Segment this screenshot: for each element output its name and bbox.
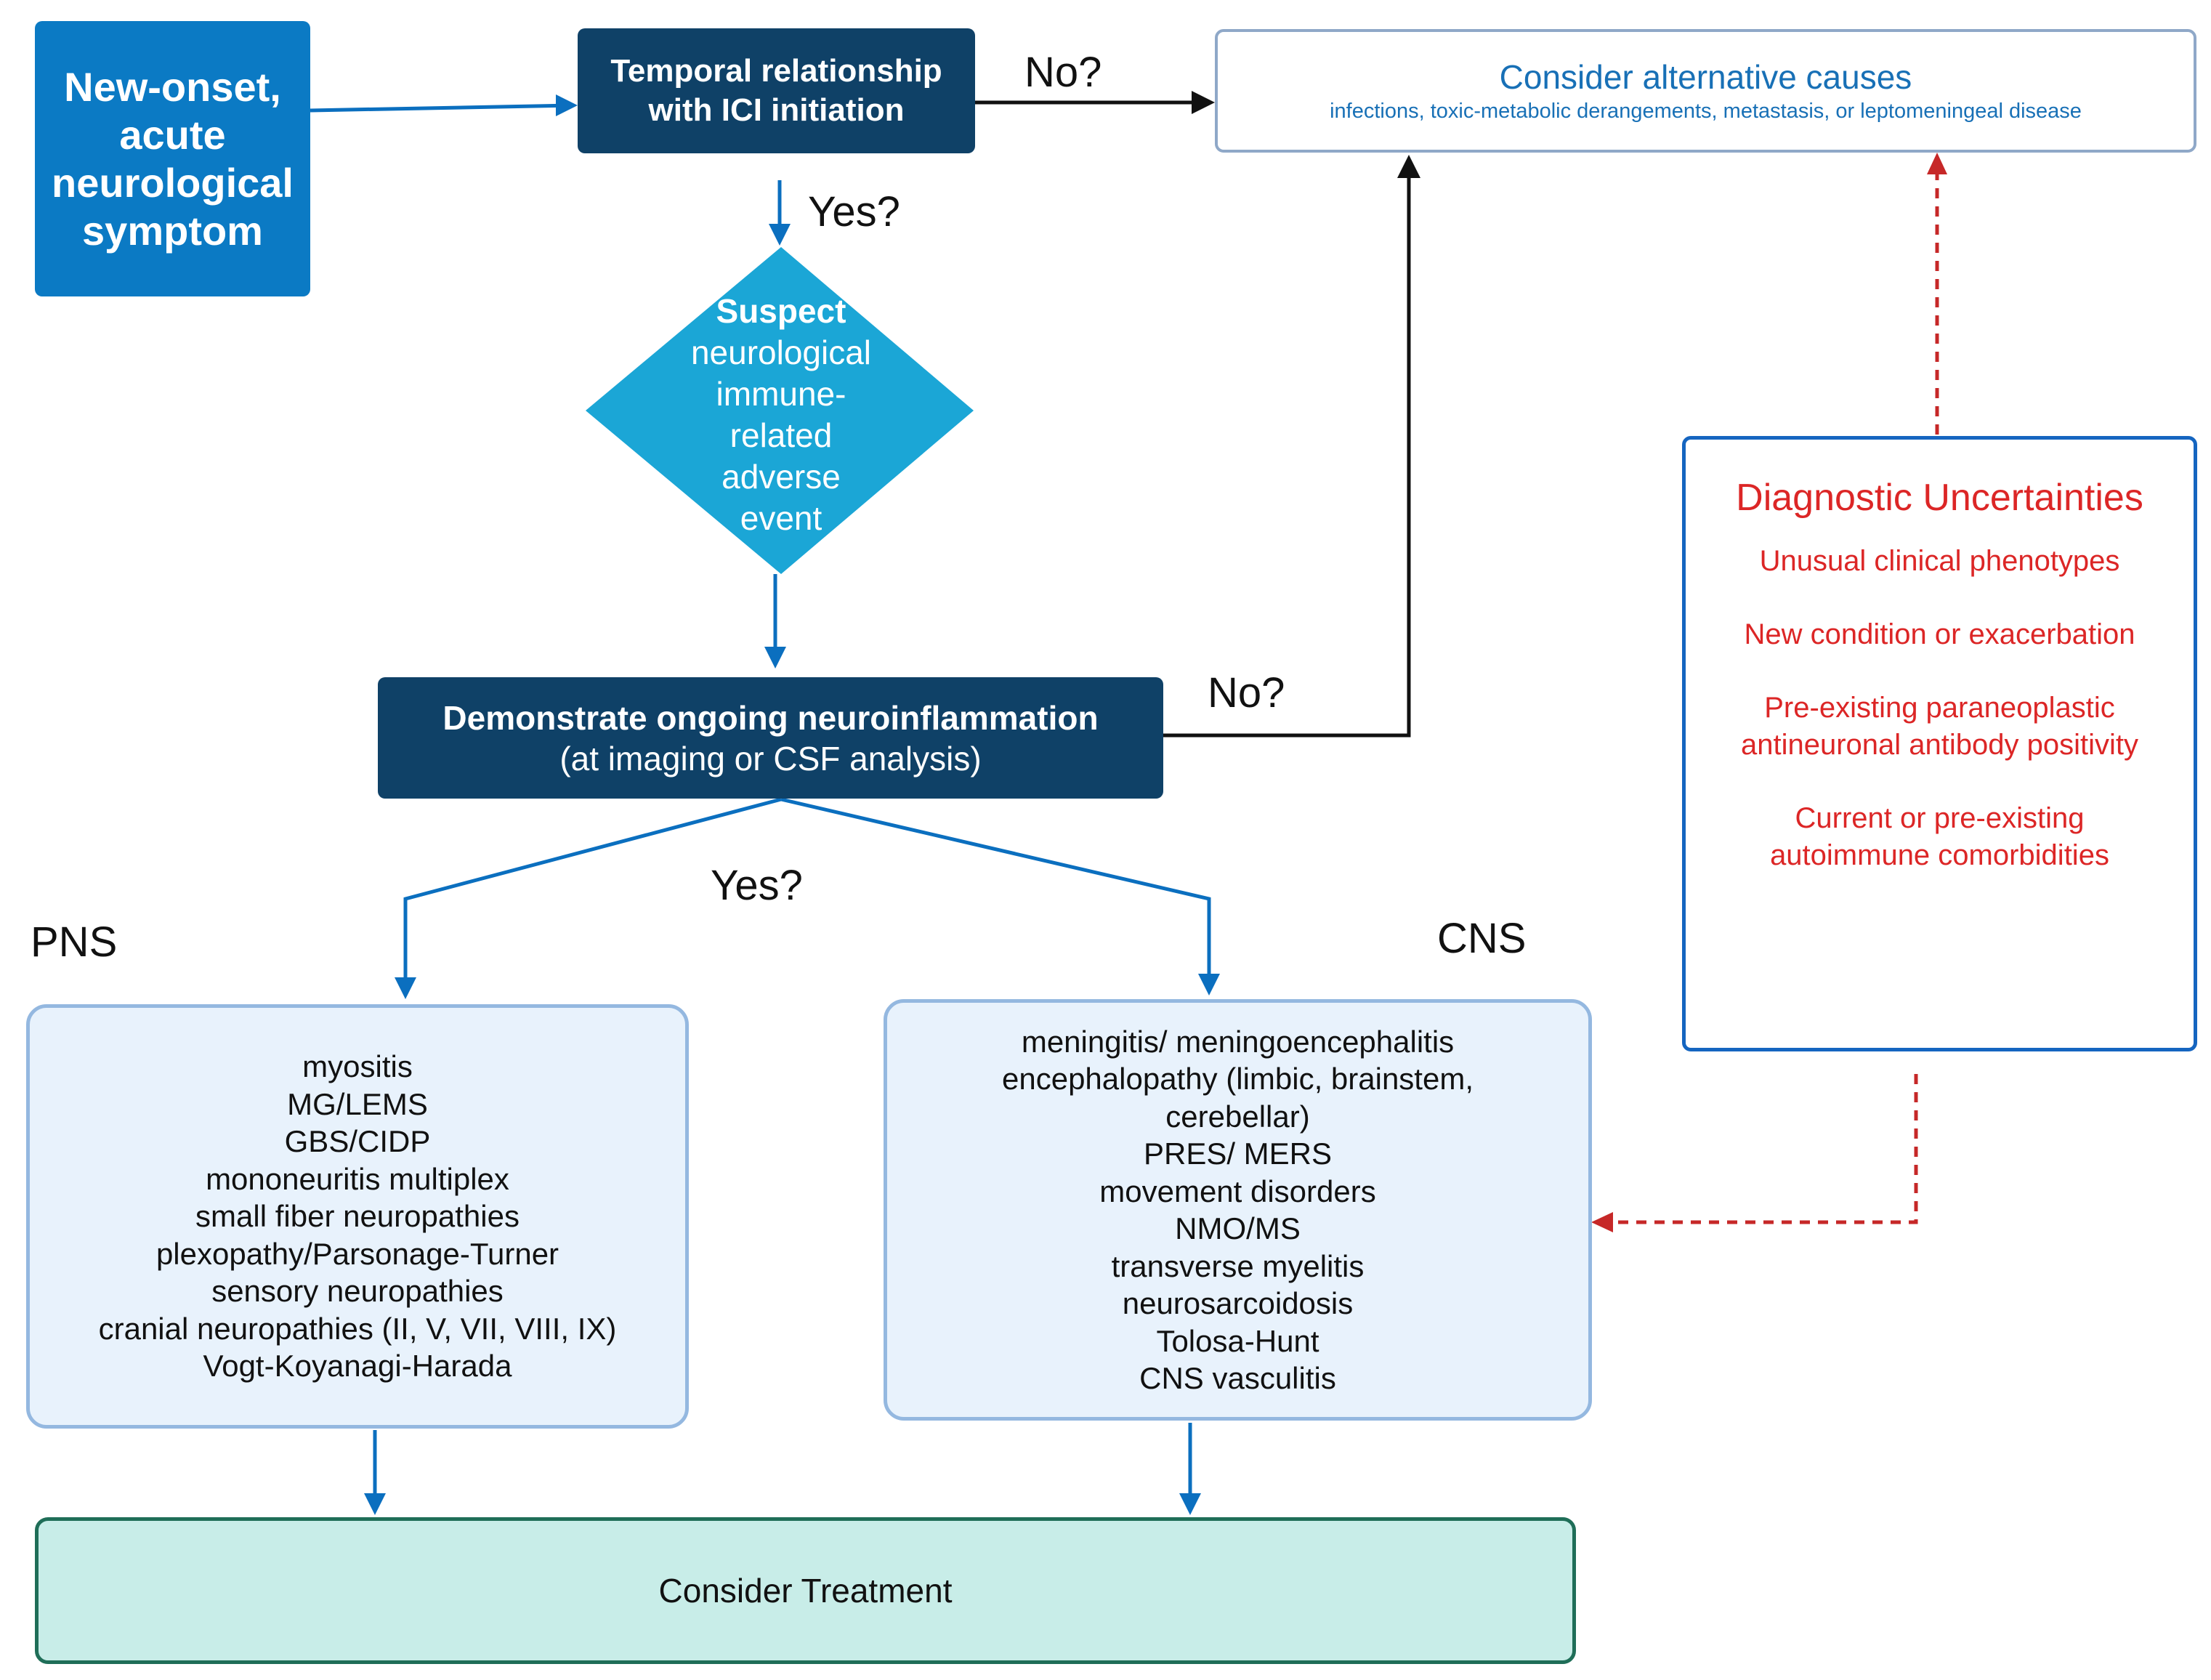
- cns-item: transverse myelitis: [1111, 1248, 1365, 1283]
- arrowhead-cns-to-treatment: [1179, 1493, 1201, 1515]
- yes-label-top: Yes?: [808, 188, 900, 235]
- arrowhead-start-to-temporal: [556, 94, 578, 116]
- arrow-start-to-temporal: [310, 103, 575, 113]
- arrowhead-demonstrate-to-alternative: [1397, 155, 1420, 178]
- temporal-line: Temporal relationship: [610, 53, 942, 89]
- neuroinflammation-title: Demonstrate ongoing neuroinflammation: [442, 698, 1099, 737]
- yes-label-mid: Yes?: [711, 862, 803, 909]
- start-box: New-onset, acute neurological symptom: [35, 21, 310, 296]
- arrow-diagnostic-to-cns: [1613, 1074, 1918, 1224]
- diagnostic-item: New condition or exacerbation: [1744, 618, 2135, 650]
- cns-item: meningitis/ meningoencephalitis: [1021, 1024, 1455, 1059]
- cns-item: NMO/MS: [1175, 1211, 1301, 1245]
- treatment-label: Consider Treatment: [658, 1572, 953, 1610]
- pns-item: small fiber neuropathies: [195, 1199, 520, 1234]
- alternative-causes-box: Consider alternative causes infections, …: [1215, 29, 2196, 153]
- suspect-line: adverse: [721, 458, 841, 496]
- cns-item: CNS vasculitis: [1139, 1361, 1336, 1395]
- pns-conditions-box: myositis MG/LEMS GBS/CIDP mononeuritis m…: [26, 1004, 689, 1429]
- arrow-demonstrate-to-alternative: [1163, 178, 1411, 738]
- arrow-demonstrate-to-cns: [780, 797, 1211, 974]
- pns-item: MG/LEMS: [287, 1086, 428, 1121]
- diagnostic-item: Unusual clinical phenotypes: [1759, 545, 2120, 577]
- pns-item: myositis: [302, 1049, 413, 1084]
- cns-item: neurosarcoidosis: [1122, 1286, 1354, 1320]
- start-line: neurological: [52, 159, 294, 206]
- arrowhead-diagnostic-to-alternative: [1927, 153, 1947, 174]
- start-line: New-onset,: [64, 63, 281, 110]
- suspect-line: neurological: [690, 334, 872, 371]
- arrowhead-diamond-to-demonstrate: [764, 647, 786, 669]
- no-label-mid: No?: [1208, 669, 1285, 716]
- pns-item: GBS/CIDP: [284, 1124, 431, 1159]
- arrow-demonstrate-to-pns: [403, 797, 782, 977]
- cns-label: CNS: [1437, 915, 1527, 962]
- diagnostic-item: Current or pre-existing autoimmune comor…: [1770, 802, 2109, 871]
- decision-diamond: [586, 247, 974, 574]
- cns-item: PRES/ MERS: [1143, 1136, 1333, 1171]
- arrowhead-diagnostic-to-cns: [1591, 1212, 1613, 1232]
- pns-item: cranial neuropathies (II, V, VII, VIII, …: [98, 1311, 617, 1346]
- start-line: acute: [119, 111, 226, 158]
- suspect-line: related: [729, 416, 833, 454]
- start-line: symptom: [82, 207, 263, 254]
- arrowhead-demonstrate-to-cns: [1198, 974, 1220, 996]
- diagnostic-title: Diagnostic Uncertainties: [1736, 477, 2143, 519]
- suspect-line: event: [740, 499, 822, 537]
- temporal-box: Temporal relationship with ICI initiatio…: [578, 28, 975, 153]
- arrowhead-temporal-to-diamond: [769, 224, 791, 246]
- arrowhead-demonstrate-to-pns: [395, 977, 416, 999]
- pns-label: PNS: [31, 918, 118, 966]
- neuroinflammation-subtitle: (at imaging or CSF analysis): [559, 739, 982, 778]
- neuroinflammation-box: Demonstrate ongoing neuroinflammation (a…: [378, 677, 1163, 799]
- consider-treatment-box: Consider Treatment: [35, 1517, 1576, 1664]
- suspect-line: Suspect: [716, 292, 846, 330]
- pns-item: Vogt-Koyanagi-Harada: [203, 1349, 512, 1384]
- arrowhead-pns-to-treatment: [364, 1493, 386, 1515]
- alternative-subtitle: infections, toxic-metabolic derangements…: [1330, 100, 2082, 123]
- diagnostic-item: Pre-existing paraneoplastic antineuronal…: [1740, 692, 2138, 761]
- pns-item: sensory neuropathies: [211, 1274, 504, 1309]
- cns-item: Tolosa-Hunt: [1156, 1323, 1319, 1358]
- diagnostic-uncertainties-box: Diagnostic Uncertainties Unusual clinica…: [1682, 436, 2197, 1051]
- no-label-top: No?: [1024, 49, 1102, 96]
- pns-item: mononeuritis multiplex: [206, 1161, 509, 1196]
- cns-item: encephalopathy (limbic, brainstem, cereb…: [1002, 1062, 1474, 1134]
- suspect-irae-text: Suspect neurological immune- related adv…: [639, 291, 923, 539]
- alternative-title: Consider alternative causes: [1499, 58, 1912, 96]
- arrowhead-temporal-to-alternative: [1192, 91, 1215, 114]
- pns-item: plexopathy/Parsonage-Turner: [155, 1236, 559, 1271]
- temporal-line: with ICI initiation: [648, 92, 905, 128]
- suspect-line: immune-: [716, 375, 846, 413]
- cns-conditions-box: meningitis/ meningoencephalitis encephal…: [884, 999, 1592, 1421]
- cns-item: movement disorders: [1099, 1174, 1376, 1208]
